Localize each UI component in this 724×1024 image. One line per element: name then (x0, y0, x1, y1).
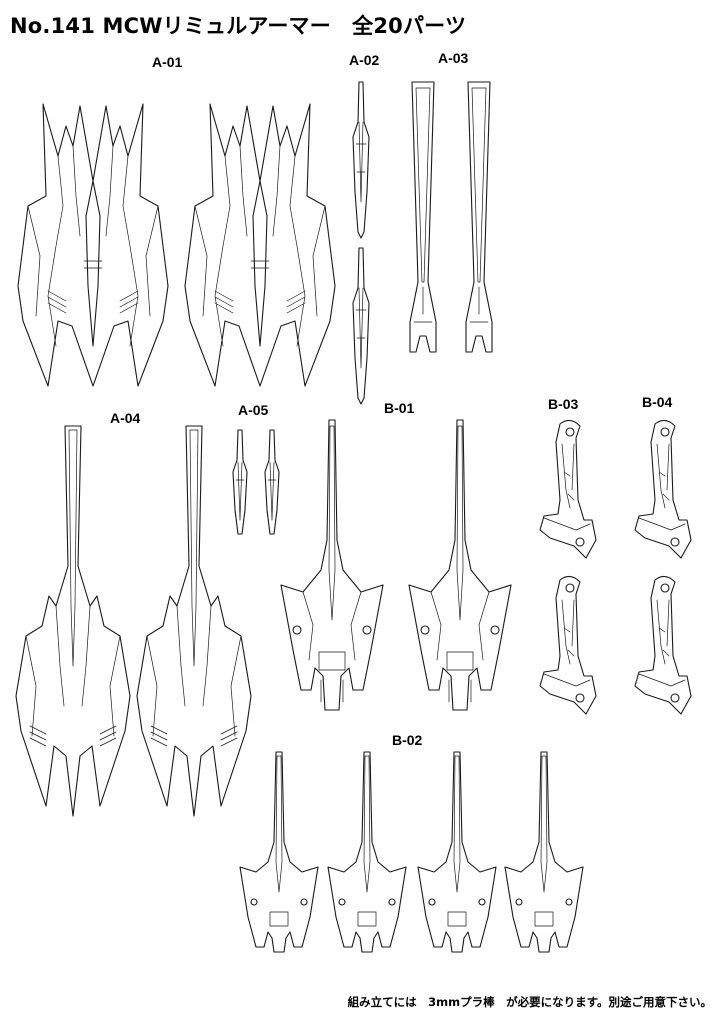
part-a05-right (264, 429, 280, 535)
part-a01-right (184, 103, 336, 387)
part-b03-upper (539, 419, 597, 559)
assembly-note: 組み立てには 3mmプラ棒 が必要になります。別途ご用意下さい。 (347, 995, 712, 1009)
part-a03-left (409, 81, 437, 353)
label-a04: A-04 (110, 410, 141, 426)
label-a03: A-03 (438, 50, 469, 66)
part-b03-lower (539, 575, 597, 715)
label-a05: A-05 (238, 402, 269, 418)
sheet-title: No.141 MCWリミュルアーマー 全20パーツ (10, 14, 467, 38)
part-b02-2 (327, 751, 407, 953)
part-b01-right (408, 419, 512, 711)
label-a02: A-02 (349, 52, 380, 68)
part-b01-left (280, 419, 384, 711)
part-b02-1 (239, 751, 319, 953)
label-a01: A-01 (152, 54, 183, 70)
part-b04-lower (634, 575, 692, 715)
part-a03-right (465, 81, 493, 353)
label-b01: B-01 (384, 400, 415, 416)
part-a05-left (232, 429, 248, 535)
label-b03: B-03 (548, 396, 579, 412)
part-b02-4 (504, 751, 584, 953)
part-a02-lower (352, 247, 370, 405)
label-b04: B-04 (642, 394, 673, 410)
part-a04-left (15, 425, 131, 817)
part-a02-upper (352, 81, 370, 239)
label-b02: B-02 (392, 732, 423, 748)
part-b02-3 (417, 751, 497, 953)
part-b04-upper (634, 419, 692, 559)
part-a01-left (17, 103, 169, 387)
